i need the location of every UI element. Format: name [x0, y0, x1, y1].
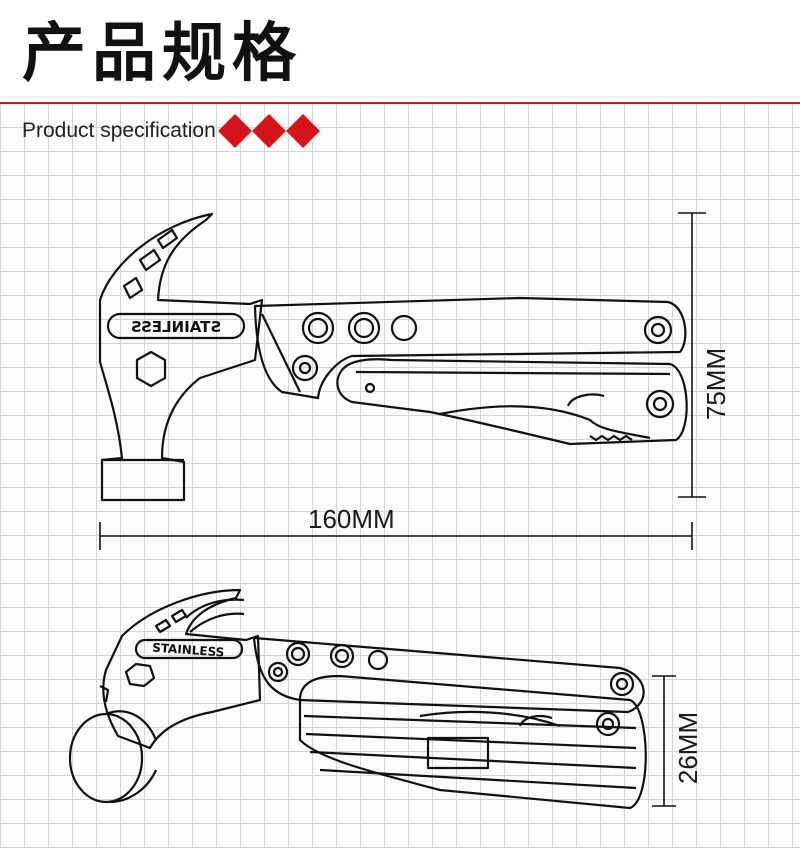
- tool-side-view: [98, 212, 688, 502]
- section-subtitle: Product specification: [22, 114, 320, 148]
- subtitle-text: Product specification: [22, 119, 216, 142]
- tool-perspective-view: [68, 588, 647, 810]
- graph-paper-background: [0, 103, 800, 848]
- dimension-lines-top: [99, 212, 706, 550]
- page-title: 产品规格: [22, 17, 302, 91]
- height-dimension: 75MM: [701, 347, 731, 421]
- dimension-lines-bottom: [652, 675, 676, 807]
- thickness-dimension: 26MM: [673, 711, 703, 785]
- stamp-label: STAINLESS: [152, 641, 225, 660]
- title-underline: [0, 102, 800, 104]
- stamp-mirrored: STAINLESS: [131, 318, 221, 336]
- length-dimension: 160MM: [308, 504, 395, 534]
